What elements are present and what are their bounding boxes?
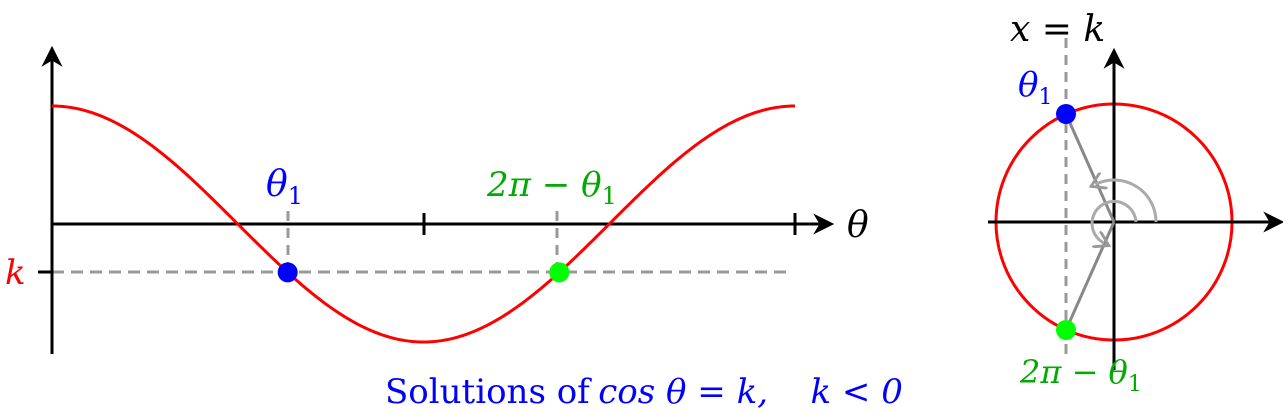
caption-condition: k < 0 bbox=[810, 372, 903, 412]
angle-arc-theta1 bbox=[1096, 180, 1158, 223]
theta2-point bbox=[549, 262, 570, 283]
cosine-curve bbox=[51, 104, 796, 344]
caption: Solutions of cos θ = k, k < 0 bbox=[385, 372, 903, 412]
unit-circle-diagram: x = k θ1 2π − θ1 bbox=[988, 9, 1283, 397]
circle-theta1-label: θ1 bbox=[1018, 65, 1052, 110]
radius-theta1 bbox=[1064, 113, 1116, 223]
circle-theta2-label: 2π − θ1 bbox=[1019, 353, 1142, 397]
angle-arc-theta2 bbox=[1090, 199, 1138, 243]
caption-equation: cos θ = k, bbox=[598, 372, 769, 412]
theta1-point bbox=[277, 262, 298, 283]
x-equals-k-label: x = k bbox=[1010, 9, 1105, 50]
theta1-label: θ1 bbox=[266, 164, 303, 210]
k-label: k bbox=[5, 253, 26, 293]
circle-theta1-point bbox=[1056, 104, 1076, 124]
radius-theta2 bbox=[1064, 221, 1116, 331]
cosine-graph: θ k θ1 2π − θ1 bbox=[5, 45, 869, 354]
caption-prefix: Solutions of bbox=[385, 372, 590, 412]
theta2-label: 2π − θ1 bbox=[486, 165, 617, 210]
theta-axis-label: θ bbox=[847, 205, 869, 246]
circle-theta2-point bbox=[1056, 320, 1076, 340]
